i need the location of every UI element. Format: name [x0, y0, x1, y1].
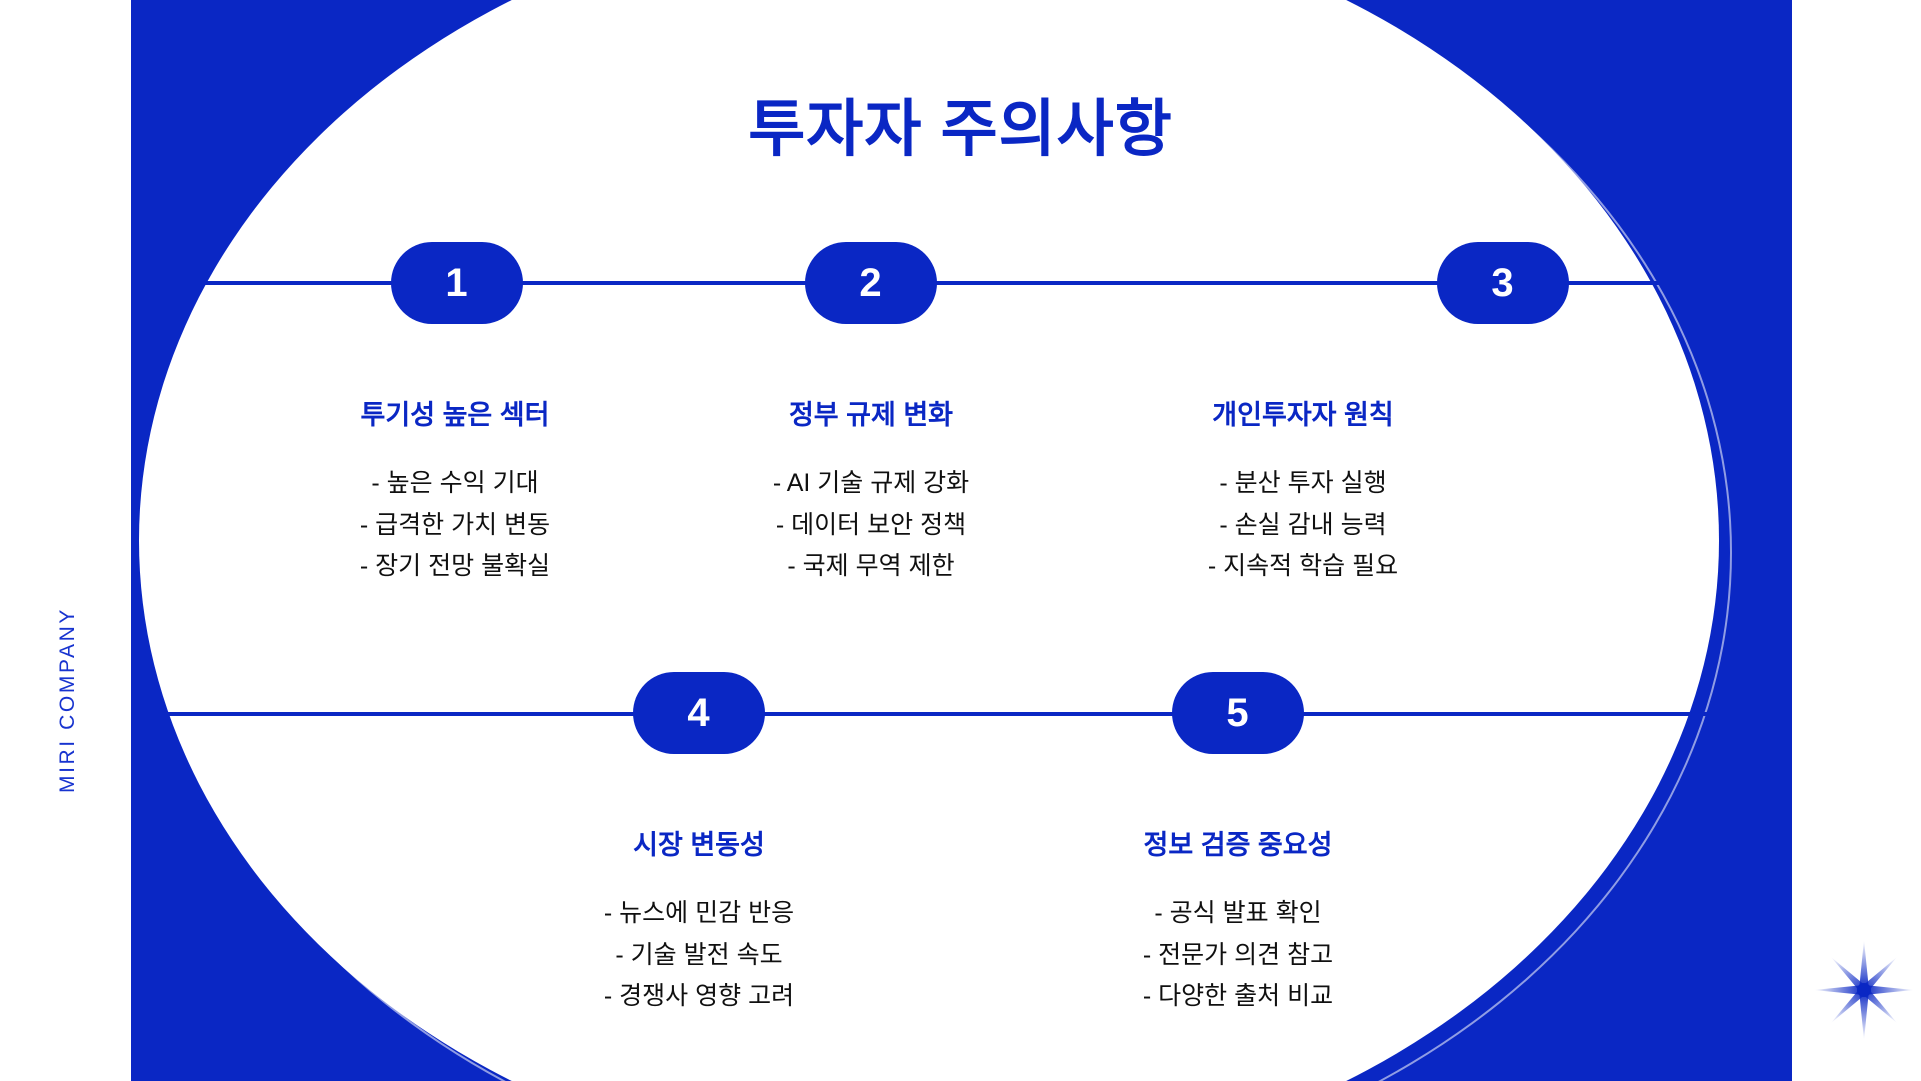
step-heading: 투기성 높은 섹터: [360, 400, 550, 430]
step-heading: 개인투자자 원칙: [1212, 400, 1394, 430]
timeline-step-content-1: 투기성 높은 섹터 - 높은 수익 기대 - 급격한 가치 변동 - 장기 전망…: [265, 393, 645, 588]
timeline-step-number: 4: [687, 690, 711, 735]
step-bullet-item: - 국제 무역 제한: [787, 552, 955, 580]
step-heading: 시장 변동성: [633, 830, 765, 860]
step-bullet-item: - 높은 수익 기대: [371, 469, 539, 497]
timeline-step-number: 1: [445, 260, 469, 305]
step-bullet-item: - 뉴스에 민감 반응: [603, 899, 795, 927]
timeline-step-content-2: 정부 규제 변화 - AI 기술 규제 강화 - 데이터 보안 정책 - 국제 …: [681, 393, 1061, 588]
step-bullet-item: - 공식 발표 확인: [1154, 899, 1322, 927]
step-bullet-list: - 뉴스에 민감 반응 - 기술 발전 속도 - 경쟁사 영향 고려: [509, 893, 889, 1018]
brand-vertical-label: MIRI COMPANY: [56, 607, 79, 793]
step-bullet-item: - 다양한 출처 비교: [1142, 982, 1334, 1010]
timeline-rail-bottom: [165, 712, 1790, 716]
step-bullet-item: - 지속적 학습 필요: [1207, 552, 1399, 580]
step-bullet-item: - 경쟁사 영향 고려: [603, 982, 795, 1010]
step-bullet-item: - 전문가 의견 참고: [1142, 940, 1334, 969]
timeline-step-badge-5[interactable]: 5: [1172, 672, 1304, 754]
sparkle-star-icon: [1812, 938, 1916, 1042]
timeline-step-content-3: 개인투자자 원칙 - 분산 투자 실행 - 손실 감내 능력 - 지속적 학습 …: [1113, 393, 1493, 588]
step-bullet-item: - 급격한 가치 변동: [359, 510, 551, 539]
step-bullet-list: - AI 기술 규제 강화 - 데이터 보안 정책 - 국제 무역 제한: [681, 463, 1061, 588]
step-bullet-item: - 데이터 보안 정책: [775, 510, 967, 539]
timeline-step-content-5: 정보 검증 중요성 - 공식 발표 확인 - 전문가 의견 참고 - 다양한 출…: [1048, 823, 1428, 1018]
step-bullet-item: - 장기 전망 불확실: [359, 552, 551, 580]
timeline-step-content-4: 시장 변동성 - 뉴스에 민감 반응 - 기술 발전 속도 - 경쟁사 영향 고…: [509, 823, 889, 1018]
timeline-rail-top: [182, 281, 1771, 285]
timeline-step-badge-2[interactable]: 2: [805, 242, 937, 324]
timeline-step-number: 2: [859, 260, 883, 305]
step-bullet-item: - 기술 발전 속도: [615, 940, 783, 969]
timeline-step-badge-1[interactable]: 1: [391, 242, 523, 324]
timeline-step-badge-3[interactable]: 3: [1437, 242, 1569, 324]
timeline-step-badge-4[interactable]: 4: [633, 672, 765, 754]
step-bullet-list: - 높은 수익 기대 - 급격한 가치 변동 - 장기 전망 불확실: [265, 463, 645, 588]
step-bullet-item: - 손실 감내 능력: [1219, 510, 1387, 539]
step-heading: 정보 검증 중요성: [1143, 830, 1333, 860]
step-bullet-list: - 공식 발표 확인 - 전문가 의견 참고 - 다양한 출처 비교: [1048, 893, 1428, 1018]
page-title: 투자자 주의사항: [748, 95, 1173, 164]
timeline-step-number: 5: [1226, 690, 1250, 735]
step-bullet-item: - 분산 투자 실행: [1219, 469, 1387, 497]
step-heading: 정부 규제 변화: [788, 400, 954, 430]
step-bullet-item: - AI 기술 규제 강화: [772, 469, 970, 497]
white-oval-stage: [139, 0, 1719, 1081]
timeline-step-number: 3: [1491, 260, 1515, 305]
step-bullet-list: - 분산 투자 실행 - 손실 감내 능력 - 지속적 학습 필요: [1113, 463, 1493, 588]
